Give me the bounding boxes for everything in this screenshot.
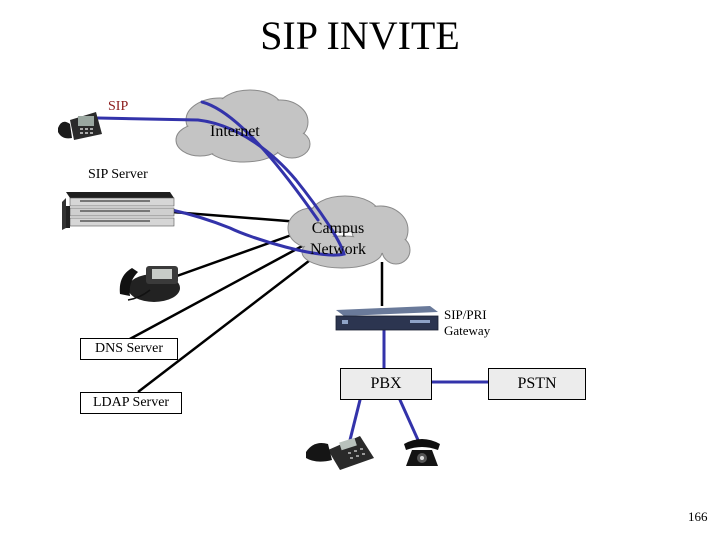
connection-lines: [127, 210, 384, 393]
sip-server-label: SIP Server: [88, 167, 148, 182]
line-conference-campus: [159, 230, 301, 284]
line-server-campus: [171, 210, 301, 224]
pbx-label: PBX: [370, 375, 402, 392]
signal-paths: [96, 100, 490, 442]
campus-label-line1: Campus: [311, 220, 365, 237]
line-ldap-campus: [137, 253, 319, 393]
pbx-box: PBX: [340, 368, 432, 400]
gateway-label-line1: SIP/PRI: [444, 307, 487, 322]
gateway-label: SIP/PRI Gateway: [444, 307, 490, 339]
internet-label: Internet: [210, 123, 260, 140]
slide-title: SIP INVITE: [260, 13, 460, 58]
ip-phone-icon: [58, 112, 102, 140]
pbx-analogphone-path: [398, 398, 420, 442]
conference-phone-icon: [119, 266, 180, 302]
pstn-box: PSTN: [488, 368, 586, 400]
desk-phone-icon: [306, 436, 374, 470]
analog-phone-icon: [404, 439, 440, 466]
campus-network-label: Campus Network: [290, 218, 386, 260]
gateway-device-icon: [335, 306, 439, 331]
page-number: 166: [688, 509, 708, 524]
pbx-deskphone-path: [348, 398, 362, 442]
pstn-label: PSTN: [517, 375, 557, 392]
ldap-server-label: LDAP Server: [93, 395, 170, 410]
internet-campus-path: [200, 100, 320, 222]
dns-server-label: DNS Server: [95, 341, 164, 356]
server-stack-icon: [62, 192, 175, 230]
campus-label-line2: Network: [310, 241, 366, 258]
line-dns-campus: [127, 242, 307, 342]
dns-server-box: DNS Server: [80, 338, 178, 360]
sip-label: SIP: [108, 99, 129, 114]
gateway-label-line2: Gateway: [444, 323, 491, 338]
ldap-server-box: LDAP Server: [80, 392, 182, 414]
